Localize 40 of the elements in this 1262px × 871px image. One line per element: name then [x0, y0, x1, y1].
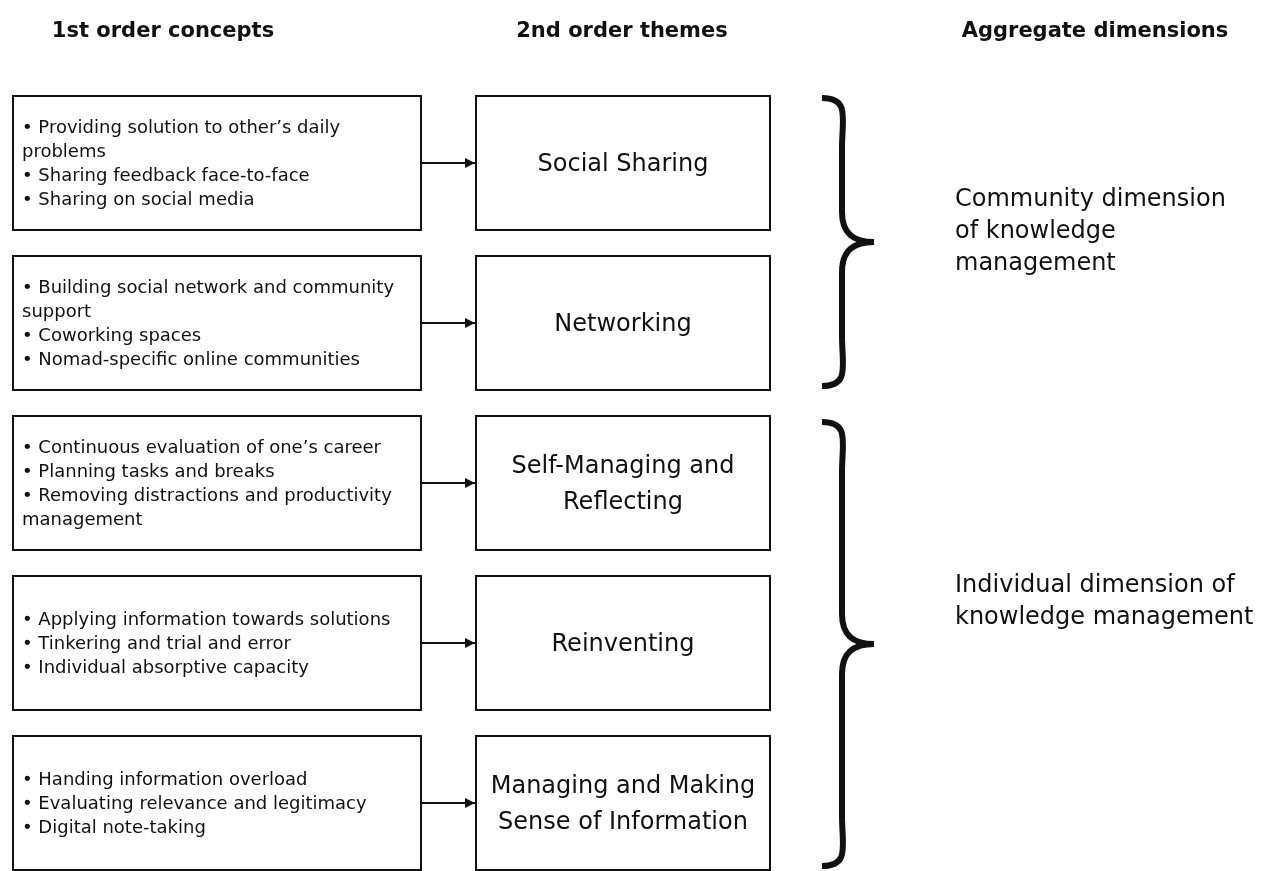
concept-box — [12, 255, 422, 391]
dimension-label: Community dimension of knowledge management — [955, 183, 1227, 278]
bullet-item: • Building social network and community support — [22, 275, 396, 323]
bullet-item: • Sharing feedback face-to-face — [22, 163, 311, 187]
theme-label: Managing and Making Sense of Information — [489, 770, 757, 837]
arrow — [421, 318, 476, 328]
bullet-item: • Evaluating relevance and legitimacy — [22, 791, 368, 815]
arrow — [421, 798, 476, 808]
bullet-item: • Coworking spaces — [22, 323, 203, 347]
bullet-item: • Planning tasks and breaks — [22, 459, 276, 483]
theme-box — [475, 95, 771, 231]
concept-box — [12, 95, 422, 231]
concept-box — [12, 735, 422, 871]
theme-label: Social Sharing — [537, 148, 709, 179]
bullet-item: • Tinkering and trial and error — [22, 631, 292, 655]
bullet-item: • Handing information overload — [22, 767, 309, 791]
column-heading: 2nd order themes — [515, 18, 729, 42]
arrow — [421, 158, 476, 168]
bullet-item: • Sharing on social media — [22, 187, 256, 211]
theme-box — [475, 575, 771, 711]
bullet-item: • Continuous evaluation of one’s career — [22, 435, 382, 459]
theme-box — [475, 735, 771, 871]
bullet-item: • Providing solution to other’s daily problems — [22, 115, 342, 163]
column-heading: 1st order concepts — [50, 18, 276, 42]
theme-label: Self-Managing and Reflecting — [510, 450, 736, 517]
bullet-item: • Removing distractions and productivity management — [22, 483, 393, 531]
arrow — [421, 638, 476, 648]
theme-box — [475, 255, 771, 391]
concept-box — [12, 415, 422, 551]
concept-box — [12, 575, 422, 711]
theme-box — [475, 415, 771, 551]
theme-label: Networking — [554, 308, 692, 339]
dimension-label: Individual dimension of knowledge management — [955, 569, 1255, 632]
bullet-item: • Nomad-specific online communities — [22, 347, 361, 371]
bullet-item: • Applying information towards solutions — [22, 607, 392, 631]
bullet-item: • Individual absorptive capacity — [22, 655, 310, 679]
arrow — [421, 478, 476, 488]
theme-label: Reinventing — [551, 628, 695, 659]
bullet-item: • Digital note-taking — [22, 815, 207, 839]
column-heading: Aggregate dimensions — [960, 18, 1230, 42]
